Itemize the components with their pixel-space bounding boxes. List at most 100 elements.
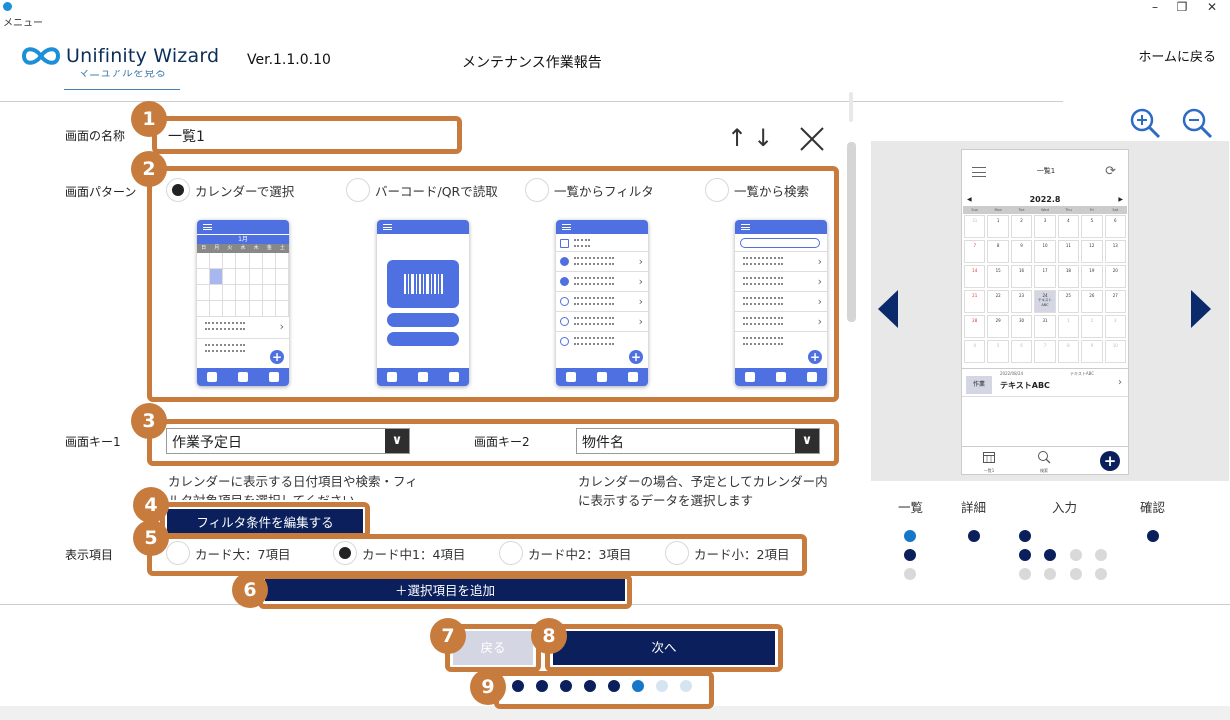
preview-day-number: 26 — [1089, 293, 1095, 298]
preview-calendar-cell[interactable]: 1 — [987, 215, 1009, 238]
radio-button[interactable] — [333, 541, 357, 565]
screen-key1-select[interactable]: 作業予定日 ∨ — [166, 428, 410, 454]
app-icon — [3, 2, 12, 11]
close-icon[interactable] — [798, 125, 826, 153]
calendar-pattern-thumbnail[interactable]: 1月 日月火水木金土 › + — [197, 220, 289, 386]
preview-title: 一覧1 — [1036, 167, 1056, 175]
step-dot — [968, 530, 980, 542]
radio-button[interactable] — [346, 178, 370, 202]
filter-pattern-thumbnail[interactable]: › › › › + — [556, 220, 648, 386]
preview-calendar-cell[interactable]: 11 — [1057, 240, 1080, 263]
preview-calendar-cell[interactable]: 15 — [987, 265, 1009, 288]
preview-calendar-cell[interactable]: 4 — [964, 340, 986, 363]
preview-calendar-cell[interactable]: 6 — [1104, 215, 1126, 238]
step-dot — [1070, 568, 1082, 580]
preview-calendar-cell[interactable]: 9 — [1081, 340, 1103, 363]
highlight-2 — [147, 166, 839, 402]
preview-prev-arrow[interactable] — [878, 290, 898, 328]
sort-arrows[interactable]: ↑↓ — [727, 124, 780, 152]
preview-calendar-cell[interactable]: 23 — [1010, 290, 1033, 313]
display-option-small[interactable]: カード小：2項目 — [665, 541, 789, 565]
chevron-down-icon[interactable]: ∨ — [795, 429, 819, 453]
preview-calendar-cell[interactable]: 2 — [1010, 215, 1033, 238]
radio-button[interactable] — [499, 541, 523, 565]
home-link[interactable]: ホームに戻る — [1138, 50, 1216, 65]
next-button[interactable]: 次へ — [553, 631, 775, 665]
preview-calendar-cell[interactable]: 7 — [964, 240, 986, 263]
preview-day-number: 2 — [1090, 318, 1094, 323]
preview-calendar-cell[interactable]: 17 — [1034, 265, 1056, 288]
preview-calendar-cell[interactable]: 13 — [1104, 240, 1126, 263]
preview-day-number: 12 — [1089, 243, 1095, 248]
preview-calendar-cell[interactable]: 21 — [964, 290, 986, 313]
preview-calendar-cell[interactable]: 1 — [1057, 315, 1080, 338]
add-item-button[interactable]: ＋選択項目を追加 — [265, 579, 625, 601]
pattern-option-barcode[interactable]: バーコード/QRで読取 — [346, 178, 498, 202]
radio-button[interactable] — [166, 541, 190, 565]
screen-key2-description: カレンダーの場合、予定としてカレンダー内に表示するデータを選択します — [578, 474, 828, 508]
preview-calendar-cell[interactable]: 18 — [1057, 265, 1080, 288]
display-option-large[interactable]: カード大：7項目 — [166, 541, 290, 565]
menu-label[interactable]: メニュー — [3, 18, 43, 29]
preview-calendar-cell[interactable]: 28 — [964, 315, 986, 338]
zoom-out-icon[interactable] — [1180, 106, 1214, 140]
preview-calendar-cell[interactable]: 8 — [1057, 340, 1080, 363]
screen-key2-select[interactable]: 物件名 ∨ — [576, 428, 820, 454]
step-dot — [1019, 568, 1031, 580]
search-pattern-thumbnail[interactable]: › › › › + — [735, 220, 827, 386]
preview-next-arrow[interactable] — [1191, 290, 1211, 328]
back-button[interactable]: 戻る — [453, 631, 533, 665]
scrollbar-thumb[interactable] — [847, 142, 856, 322]
preview-calendar-cell[interactable]: 30 — [1010, 315, 1033, 338]
preview-calendar-cell[interactable]: 4 — [1057, 215, 1080, 238]
preview-card: 作業 2022/08/24 テキストABC テキストABC › — [962, 368, 1128, 396]
preview-calendar-cell[interactable]: 19 — [1081, 265, 1103, 288]
preview-calendar-cell[interactable]: 9 — [1010, 240, 1033, 263]
form-scrollbar[interactable] — [846, 92, 856, 604]
preview-calendar-cell[interactable]: 16 — [1010, 265, 1033, 288]
barcode-pattern-thumbnail[interactable] — [377, 220, 469, 386]
preview-calendar-cell[interactable]: 3 — [1104, 315, 1126, 338]
pattern-option-filter[interactable]: 一覧からフィルタ — [525, 178, 654, 202]
chevron-down-icon[interactable]: ∨ — [385, 429, 409, 453]
preview-calendar-cell[interactable]: 22 — [987, 290, 1009, 313]
radio-button[interactable] — [525, 178, 549, 202]
preview-calendar-cell[interactable]: 26 — [1081, 290, 1103, 313]
radio-button[interactable] — [705, 178, 729, 202]
preview-calendar-cell[interactable]: 5 — [1081, 215, 1103, 238]
preview-calendar-cell[interactable]: 10 — [1034, 240, 1056, 263]
zoom-in-icon[interactable] — [1128, 106, 1162, 140]
display-option-medium2[interactable]: カード中2：3項目 — [499, 541, 631, 565]
preview-calendar-cell[interactable]: 6 — [1010, 340, 1033, 363]
preview-calendar-cell[interactable]: 27 — [1104, 290, 1126, 313]
screen-name-input[interactable]: 一覧1 — [164, 121, 456, 149]
preview-calendar-cell[interactable]: 8 — [987, 240, 1009, 263]
preview-day-number: 7 — [1043, 343, 1047, 348]
radio-label: 一覧からフィルタ — [554, 183, 654, 199]
preview-calendar-cell[interactable]: 2 — [1081, 315, 1103, 338]
edit-filter-button[interactable]: フィルタ条件を編集する — [167, 509, 363, 533]
manual-link[interactable]: マニュアルを見る — [64, 70, 180, 90]
minimize-button[interactable]: – — [1152, 0, 1158, 14]
preview-calendar-cell[interactable]: 5 — [987, 340, 1009, 363]
next-month-icon[interactable]: ▶ — [1118, 196, 1123, 203]
restore-button[interactable]: ❐ — [1176, 0, 1188, 14]
preview-calendar-cell[interactable]: 12 — [1081, 240, 1103, 263]
preview-calendar-cell[interactable]: 10 — [1104, 340, 1126, 363]
preview-calendar-cell[interactable]: 25 — [1057, 290, 1080, 313]
preview-calendar-cell[interactable]: 3 — [1034, 215, 1056, 238]
radio-button[interactable] — [665, 541, 689, 565]
radio-button[interactable] — [166, 178, 190, 202]
close-window-button[interactable]: ✕ — [1206, 0, 1218, 14]
preview-calendar-cell[interactable]: 29 — [987, 315, 1009, 338]
preview-calendar-cell[interactable]: 7 — [1034, 340, 1056, 363]
preview-calendar-cell[interactable]: 31 — [1034, 315, 1056, 338]
preview-calendar-cell[interactable]: 31 — [964, 215, 986, 238]
display-option-medium1[interactable]: カード中1：4項目 — [333, 541, 465, 565]
preview-calendar-cell[interactable]: 20 — [1104, 265, 1126, 288]
pattern-option-search[interactable]: 一覧から検索 — [705, 178, 809, 202]
preview-calendar-cell[interactable]: 14 — [964, 265, 986, 288]
prev-month-icon[interactable]: ◀ — [967, 196, 972, 203]
pattern-option-calendar[interactable]: カレンダーで選択 — [166, 178, 294, 202]
